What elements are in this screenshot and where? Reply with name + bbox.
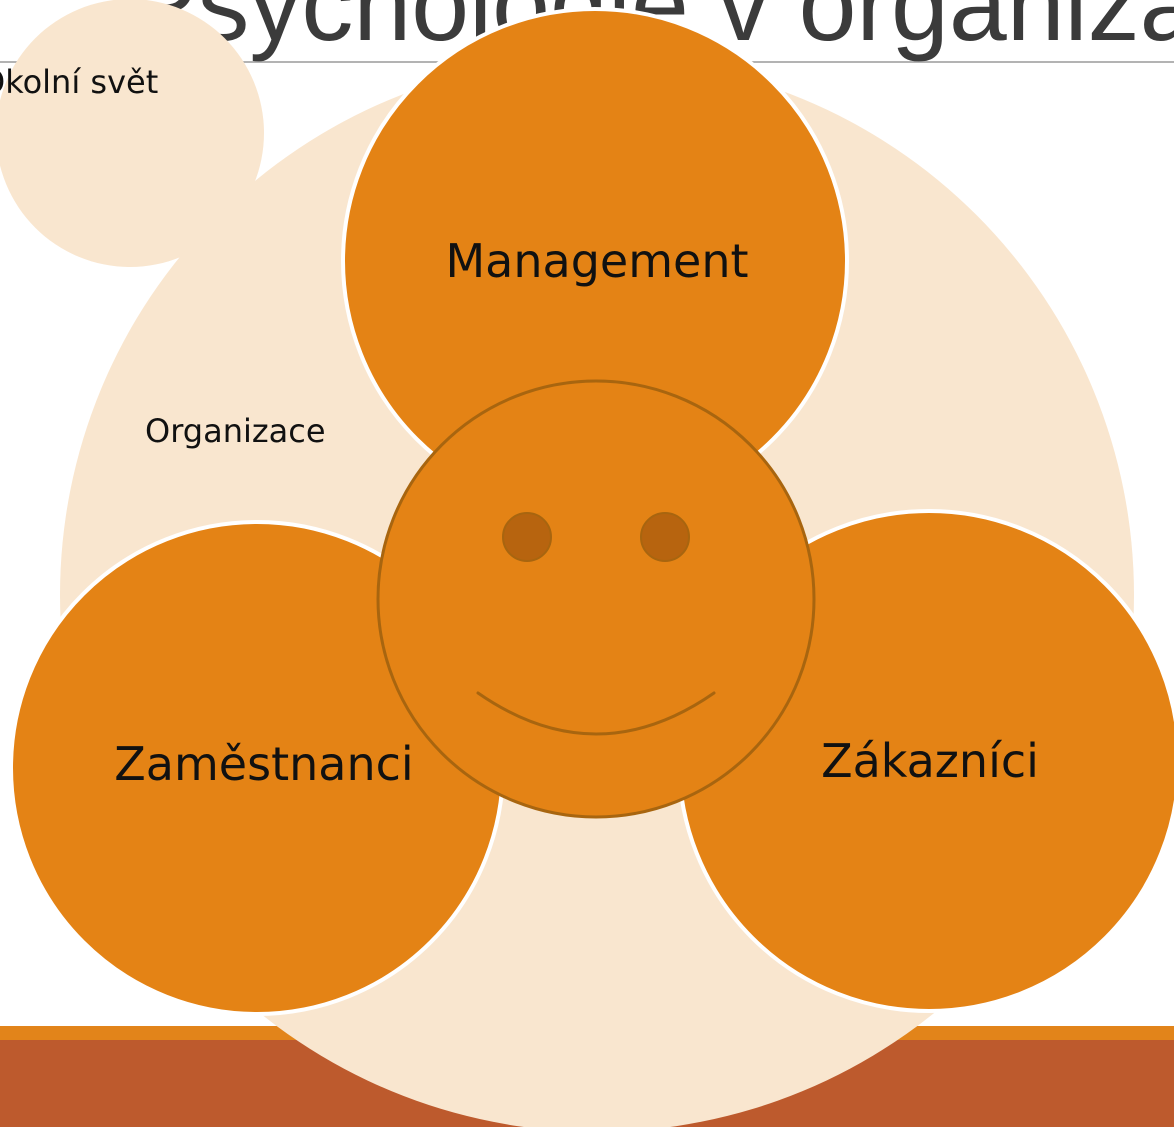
smile-mouth xyxy=(476,691,716,736)
smiley-face-icon xyxy=(376,379,816,819)
customers-label: Zákazníci xyxy=(821,734,1039,788)
outer-world-circle xyxy=(0,0,264,267)
outer-world-label: Okolní svět xyxy=(0,63,158,101)
face-circle xyxy=(376,379,816,819)
right-eye xyxy=(640,512,690,562)
management-label: Management xyxy=(445,234,748,288)
left-eye xyxy=(502,512,552,562)
employees-label: Zaměstnanci xyxy=(114,737,413,791)
organization-label: Organizace xyxy=(145,412,326,450)
